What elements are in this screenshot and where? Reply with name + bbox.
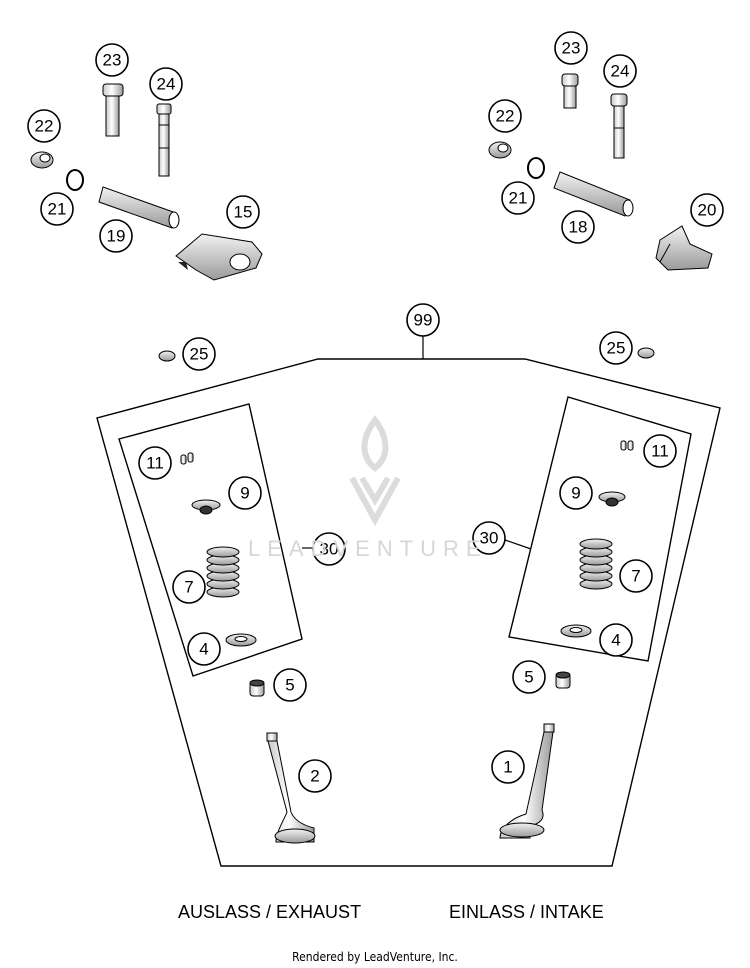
plug-22-right[interactable]: [488, 141, 512, 159]
callout-5-intake: 5: [524, 668, 533, 687]
callout-18: 18: [569, 218, 588, 237]
callout-circle-24-right: [603, 54, 637, 88]
callout-1: 1: [503, 758, 512, 777]
callout-circle-4-intake: [599, 623, 633, 657]
o-ring-21-right[interactable]: [527, 157, 545, 179]
callout-circle-9-intake: [559, 476, 593, 510]
valve-spring-7-exhaust[interactable]: [206, 546, 240, 598]
callout-23-right: 23: [562, 39, 581, 58]
callout-9-intake: 9: [571, 484, 580, 503]
callout-4-exhaust: 4: [199, 640, 208, 659]
stud-24-right[interactable]: [610, 93, 628, 159]
valve-keepers-11-intake[interactable]: [620, 440, 634, 451]
callout-circle-19: [99, 219, 133, 253]
callout-21-right: 21: [509, 189, 528, 208]
callout-7-exhaust: 7: [184, 578, 193, 597]
exhaust-caption: AUSLASS / EXHAUST: [178, 902, 362, 922]
intake-subkit-box: [508, 396, 692, 662]
callout-30-intake: 30: [480, 529, 499, 548]
callout-circle-25-right: [599, 331, 633, 365]
callout-11-intake: 11: [651, 442, 669, 461]
callout-circle-22-right: [488, 99, 522, 133]
callout-circle-21-left: [40, 192, 74, 226]
callout-circle-25-left: [182, 337, 216, 371]
render-credit: Rendered by LeadVenture, Inc.: [292, 950, 458, 964]
bolt-23-right[interactable]: [561, 73, 579, 109]
rocker-arm-20[interactable]: [655, 225, 713, 271]
callout-circle-18: [561, 210, 595, 244]
callout-15: 15: [234, 203, 253, 222]
plug-25-right[interactable]: [637, 347, 655, 359]
callout-circle-11-intake: [643, 434, 677, 468]
o-ring-21-left[interactable]: [66, 169, 84, 191]
exhaust-valve-2[interactable]: [266, 732, 316, 844]
callout-19: 19: [107, 227, 126, 246]
callout-5-exhaust: 5: [285, 676, 294, 695]
plug-22-left[interactable]: [30, 151, 54, 169]
valve-spring-7-intake[interactable]: [579, 538, 613, 590]
callout-circle-15: [226, 195, 260, 229]
callout-24-left: 24: [157, 75, 176, 94]
callout-circle-7-intake: [619, 559, 653, 593]
callout-circle-9-exhaust: [228, 476, 262, 510]
spring-retainer-9-exhaust[interactable]: [191, 499, 221, 515]
callout-9-exhaust: 9: [240, 484, 249, 503]
bolt-23-left[interactable]: [102, 83, 124, 137]
exhaust-subkit-box: [118, 403, 303, 677]
callout-30-exhaust: 30: [320, 540, 339, 559]
valve-kit-outline: [96, 358, 721, 867]
callout-circle-24-left: [149, 67, 183, 101]
callout-11-exhaust: 11: [146, 454, 164, 473]
callout-circle-30-intake: [472, 521, 506, 555]
callout-circle-30-exhaust: [312, 532, 346, 566]
callout-circle-1: [491, 750, 525, 784]
spring-seat-4-intake[interactable]: [560, 624, 592, 638]
rocker-shaft-18[interactable]: [553, 171, 634, 217]
callout-21-left: 21: [48, 200, 67, 219]
intake-valve-1[interactable]: [499, 723, 555, 839]
rocker-shaft-19[interactable]: [98, 186, 180, 229]
watermark-logo: [349, 414, 401, 527]
callout-circle-11-exhaust: [138, 446, 172, 480]
callout-2: 2: [310, 767, 319, 786]
callout-circle-20: [690, 193, 724, 227]
callout-99: 99: [414, 311, 433, 330]
callout-25-left: 25: [190, 345, 209, 364]
callout-circle-5-exhaust: [273, 668, 307, 702]
valve-seal-5-intake[interactable]: [555, 671, 571, 689]
rocker-arm-15[interactable]: [175, 233, 263, 281]
watermark-text: LEADVENTURE: [248, 536, 488, 561]
spring-seat-4-exhaust[interactable]: [225, 633, 257, 647]
callout-circle-23-right: [554, 31, 588, 65]
stud-24-left[interactable]: [156, 103, 172, 177]
callout-circle-21-right: [501, 181, 535, 215]
callout-circle-5-intake: [512, 660, 546, 694]
callout-23-left: 23: [103, 51, 122, 70]
spring-retainer-9-intake[interactable]: [598, 491, 626, 507]
callout-24-right: 24: [611, 62, 630, 81]
callout-circle-22-left: [27, 109, 61, 143]
intake-caption: EINLASS / INTAKE: [449, 902, 604, 922]
callout-22-right: 22: [496, 107, 515, 126]
callout-4-intake: 4: [611, 631, 620, 650]
callout-circle-23-left: [95, 43, 129, 77]
callout-circle-2: [298, 759, 332, 793]
callout-circle-99: [406, 303, 440, 337]
callout-7-intake: 7: [631, 567, 640, 586]
valve-keepers-11-exhaust[interactable]: [180, 452, 194, 465]
callout-circle-4-exhaust: [187, 632, 221, 666]
callout-25-right: 25: [607, 339, 626, 358]
callout-22-left: 22: [35, 117, 54, 136]
callout-circle-7-exhaust: [172, 570, 206, 604]
plug-25-left[interactable]: [158, 350, 176, 362]
callout-20: 20: [698, 201, 717, 220]
valve-seal-5-exhaust[interactable]: [249, 679, 265, 697]
